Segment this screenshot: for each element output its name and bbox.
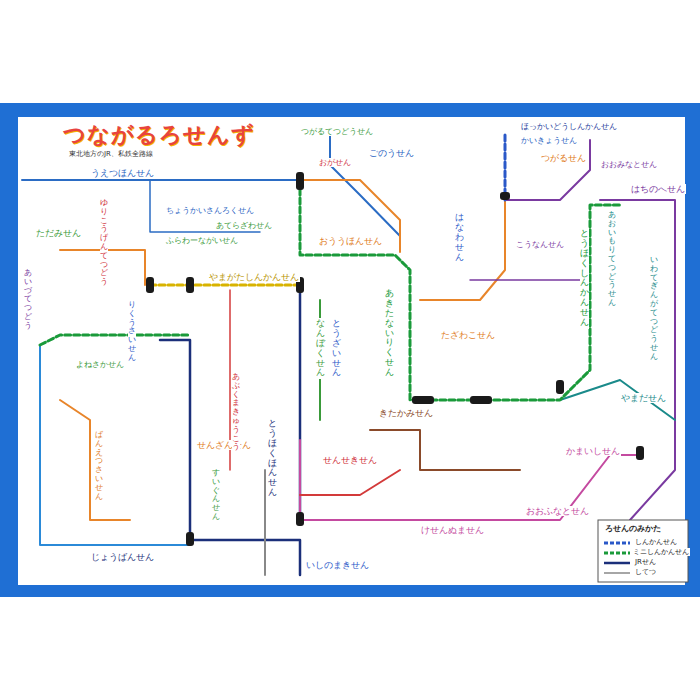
line-name: ごのうせん (368, 148, 415, 158)
line-name: とうほくほんせん (268, 418, 277, 499)
line-name: おおみなとせん (600, 160, 658, 169)
line-name: あいづてつどう (24, 268, 32, 332)
line-name: きたかみせん (378, 408, 434, 418)
line-name: 東北地方のJR、私鉄全路線 (68, 150, 154, 158)
legend-text: しんかんせん (634, 538, 678, 546)
line-name: やまだせん (620, 393, 667, 403)
line-name: うえつほんせん (90, 168, 155, 178)
legend-text: してつ (634, 568, 657, 576)
line-name: やまがたしんかんせん (208, 272, 300, 282)
line-name: おううほんせん (318, 236, 383, 246)
line-name: あぶくまきゅうこう (232, 372, 240, 453)
line-name: いしのまきせん (305, 560, 370, 570)
line-name: よねさかせん (75, 360, 125, 369)
line-name: りくうさいせん (128, 300, 136, 364)
line-name: すいぐんせん (212, 468, 220, 523)
line-name: せんせきせん (322, 455, 378, 465)
line-name: つがるてつどうせん (300, 127, 374, 136)
line-name: あおいもりてつどうせん (608, 210, 616, 309)
line-name: ただみせん (35, 228, 82, 238)
line-name: たざわこせん (440, 330, 496, 340)
line-name: かまいしせん (565, 446, 621, 456)
line-name: はちのへせん (630, 184, 686, 194)
line-name: ゆりこうげんてつどう (100, 198, 108, 288)
line-name: ちょうかいさんろくせん (165, 206, 255, 215)
line-name: ふらわーながいせん (165, 236, 239, 245)
line-name: なんぼくせん (316, 318, 325, 379)
legend-text: ミニしんかんせん (632, 548, 690, 556)
line-name: ほっかいどうしんかんせん (520, 122, 618, 131)
line-name: せんざんせん (196, 440, 252, 450)
line-name: ろせんのみかた (604, 524, 662, 533)
line-name: とうほくしんかんせん (580, 228, 589, 329)
legend-text: JRせん (634, 558, 657, 566)
line-name: とうざいせん (332, 318, 341, 379)
line-name: こうなんせん (515, 240, 565, 249)
line-name: あきたないりくせん (385, 288, 394, 379)
line-name: じょうばんせん (90, 552, 155, 562)
line-name: いわてぎんがてつどうせん (650, 255, 658, 363)
line-name: はなわせん (455, 212, 464, 263)
line-name: つがるせん (540, 153, 587, 163)
line-name: おおふなとせん (525, 506, 590, 516)
line-name: あてらざわせん (215, 221, 273, 230)
line-name: おがせん (318, 158, 352, 167)
line-name: ばんえつさいせん (95, 430, 103, 502)
line-name: かいきょうせん (520, 136, 578, 145)
line-name: けせんぬません (420, 525, 485, 535)
map-title: つながるろせんず (62, 122, 256, 147)
